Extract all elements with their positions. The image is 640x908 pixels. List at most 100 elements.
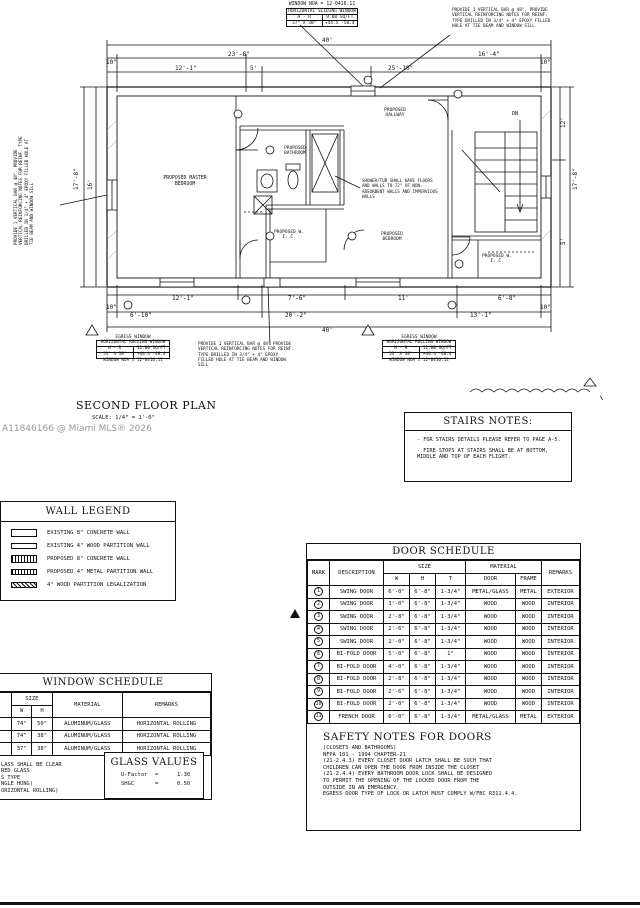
table-cell: 6'-8" bbox=[408, 597, 436, 611]
door-mark-circle: 2 bbox=[314, 599, 323, 609]
window-note-line: S TYPE bbox=[1, 774, 21, 781]
room-label: PROPOSED BATHROOM bbox=[284, 146, 306, 157]
table-cell: 1-3/4" bbox=[434, 685, 466, 699]
room-label: PROPOSED HALLWAY bbox=[384, 108, 406, 119]
table-cell: WOOD bbox=[464, 697, 516, 711]
table-cell: 5'-0" bbox=[382, 647, 410, 661]
table-cell: 1-3/4" bbox=[434, 597, 466, 611]
table-cell: WOOD bbox=[514, 697, 542, 711]
table-cell: WOOD bbox=[514, 635, 542, 649]
table-cell: INTERIOR bbox=[540, 647, 581, 661]
window-type-label: HORIZONTAL SLIDING WINDOW bbox=[287, 8, 357, 15]
table-cell: SWING DOOR bbox=[329, 585, 384, 599]
stairs-note-item: - FIRE STOPS AT STAIRS SHALL BE AT BOTTO… bbox=[417, 447, 549, 461]
table-cell: 6'-8" bbox=[408, 647, 436, 661]
dimension-label: 5' bbox=[560, 237, 567, 245]
table-cell: 74" bbox=[10, 717, 33, 731]
table-cell: BI-FOLD DOOR bbox=[329, 660, 384, 674]
dimension-label: 17'-8" bbox=[572, 168, 579, 190]
door-mark: 3 bbox=[307, 610, 330, 624]
table-cell: SWING DOOR bbox=[329, 622, 384, 636]
table-cell: 1-3/4" bbox=[434, 672, 466, 686]
table-cell: INTERIOR bbox=[540, 697, 581, 711]
door-mark-circle: 4 bbox=[314, 624, 323, 634]
table-cell: 1-3/4" bbox=[434, 710, 466, 724]
window-noa-label: WINDOW NOA = 12-0416.11 bbox=[389, 357, 449, 363]
dimension-label: 16'-4" bbox=[478, 51, 500, 58]
egress-window-tag-right: EGRESS WINDOW HORIZONTAL ROLLING WINDOW … bbox=[382, 335, 456, 364]
glass-values-title: GLASS VALUES bbox=[110, 757, 198, 768]
stairs-notes-box: STAIRS NOTES: - FOR STAIRS DETAILS PLEAS… bbox=[404, 412, 572, 482]
safety-note-line: TO PERMIT THE OPENING OF THE LOCKED DOOR… bbox=[323, 778, 480, 785]
table-cell bbox=[0, 729, 12, 743]
glass-value-label: U-Factor bbox=[121, 772, 148, 778]
table-cell bbox=[0, 717, 12, 731]
table-cell: 1" bbox=[434, 647, 466, 661]
table-cell: WOOD bbox=[514, 622, 542, 636]
room-label: PROPOSED MASTER BEDROOM bbox=[163, 176, 207, 187]
dimension-label: 6'-8" bbox=[498, 295, 517, 302]
mls-watermark: A11846166 @ Miami MLS® 2026 bbox=[2, 424, 152, 434]
table-cell: SWING DOOR bbox=[329, 635, 384, 649]
dimension-label: 10" bbox=[540, 59, 551, 66]
table-cell: WOOD bbox=[464, 635, 516, 649]
table-cell: EXTERIOR bbox=[540, 585, 581, 599]
table-cell: INTERIOR bbox=[540, 660, 581, 674]
door-mark-circle: 1 bbox=[314, 587, 323, 597]
reinforcing-note-left: PROVIDE 1 VERTICAL BAR @ 48". PROVIDE VE… bbox=[14, 136, 36, 245]
window-noa-label: WINDOW NOA = 12-0416.11 bbox=[103, 357, 163, 363]
legend-label: 4" WOOD PARTITION LEGALIZATION bbox=[47, 581, 147, 588]
window-tag-cell: 53" X 38" bbox=[383, 352, 420, 358]
table-cell: EXTERIOR bbox=[540, 710, 581, 724]
table-cell: HORIZONTAL ROLLING bbox=[121, 729, 212, 743]
dimension-label: 6'-10" bbox=[130, 312, 152, 319]
column-header: SIZE bbox=[382, 560, 466, 574]
plan-scale: SCALE: 1/4" = 1'-0" bbox=[92, 415, 155, 421]
door-mark: 9 bbox=[307, 685, 330, 699]
dimension-label: 12'-1" bbox=[175, 65, 197, 72]
dimension-label: 11' bbox=[398, 295, 409, 302]
glass-value-label: SHGC bbox=[121, 781, 135, 787]
dimension-label: 20'-2" bbox=[285, 312, 307, 319]
safety-note-line: CHILDREN CAN OPEN THE DOOR FROM INSIDE T… bbox=[323, 764, 480, 771]
glass-value-row: U-Factor=1.30 bbox=[105, 771, 203, 780]
window-type-label: HORIZONTAL ROLLING WINDOW bbox=[383, 340, 455, 348]
dimension-label: 25'-10" bbox=[388, 65, 414, 72]
dimension-label: 23'-8" bbox=[228, 51, 250, 58]
legend-label: PROPOSED 4" METAL PARTITION WALL bbox=[47, 568, 153, 575]
table-cell: HORIZONTAL ROLLING bbox=[121, 717, 212, 731]
door-mark: 11 bbox=[307, 710, 330, 724]
legend-row: PROPOSED 8" CONCRETE WALL bbox=[1, 552, 175, 565]
wall-legend-title: WALL LEGEND bbox=[1, 502, 175, 522]
egress-label: EGRESS WINDOW bbox=[401, 335, 437, 340]
column-header: MATERIAL bbox=[51, 692, 123, 718]
table-cell: ALUMINUM/GLASS bbox=[51, 717, 123, 731]
dimension-label: 10" bbox=[106, 59, 117, 66]
sheet-bottom-border bbox=[0, 902, 640, 905]
table-cell: WOOD bbox=[464, 610, 516, 624]
stair-direction-label: DN bbox=[512, 111, 519, 117]
door-mark: 10 bbox=[307, 697, 330, 711]
window-note-line: ORIZONTAL ROLLING) bbox=[1, 787, 59, 794]
stairs-note-item: - FOR STAIRS DETAILS PLEASE REFER TO PAG… bbox=[417, 437, 561, 443]
door-mark-circle: 7 bbox=[314, 662, 323, 672]
table-cell: METAL/GLASS bbox=[464, 585, 516, 599]
safety-notes-title: SAFETY NOTES FOR DOORS bbox=[323, 731, 492, 743]
table-cell: WOOD bbox=[464, 622, 516, 636]
column-header: SIZE bbox=[11, 692, 53, 706]
column-header bbox=[0, 692, 12, 718]
window-note-line: RED GLASS bbox=[1, 768, 30, 775]
safety-note-line: EGRESS DOOR TYPE OF LOCK OR LATCH MUST C… bbox=[323, 791, 518, 798]
reinforcing-note-bottom: PROVIDE 1 VERTICAL BAR @ 48" PROVIDE VER… bbox=[198, 342, 294, 369]
table-cell: WOOD bbox=[464, 647, 516, 661]
table-cell: INTERIOR bbox=[540, 635, 581, 649]
table-cell: 74" bbox=[10, 729, 33, 743]
table-cell: INTERIOR bbox=[540, 622, 581, 636]
column-header: W bbox=[10, 704, 33, 718]
